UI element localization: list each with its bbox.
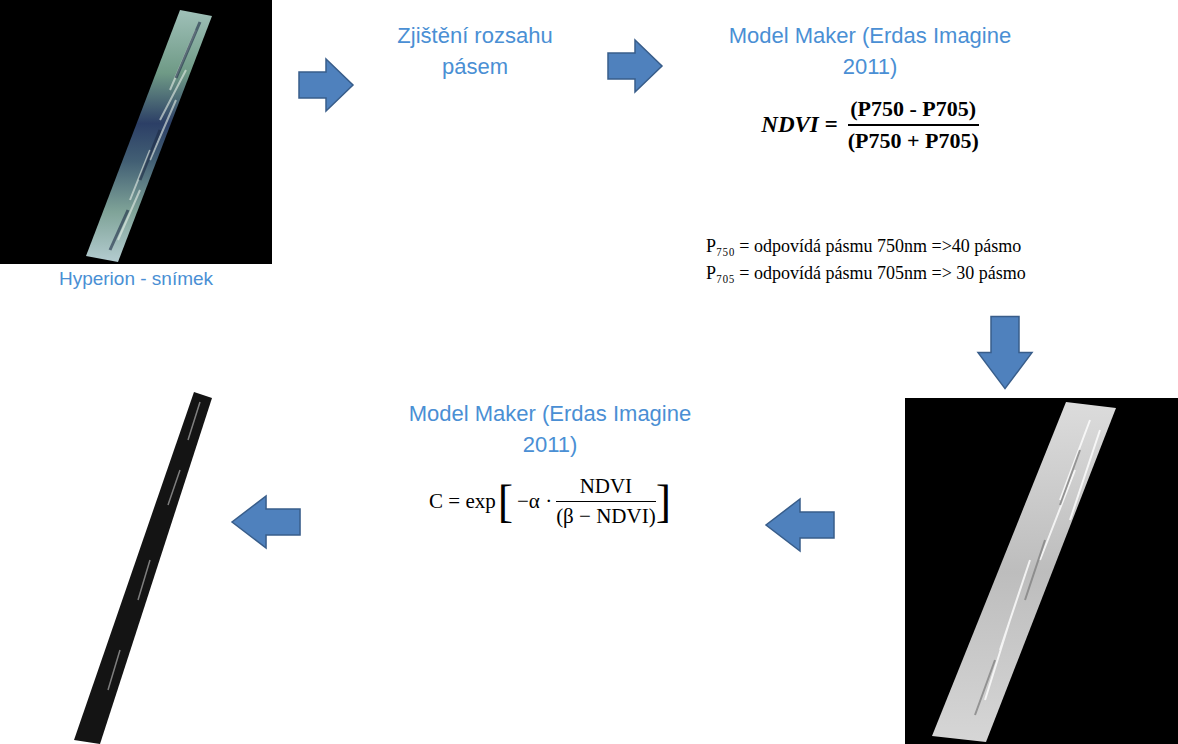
hyperion-image [0, 0, 272, 264]
fraction-bar [848, 124, 979, 126]
model-step: Model Maker (Erdas Imagine 2011) C = exp[… [405, 398, 695, 529]
band-note: P₇₀₅ = odpovídá pásmu 705nm => 30 pásmo [706, 263, 1170, 284]
bracket: ] [656, 479, 671, 525]
result-image [74, 392, 212, 744]
formula: NDVI = (P750 - P705) (P750 + P705) [700, 96, 1040, 154]
formula: C = exp[−α · NDVI (β − NDVI)] [405, 474, 695, 529]
image-caption: Hyperion - snímek [0, 266, 272, 293]
fraction: NDVI (β − NDVI) [556, 474, 656, 529]
image-node: Hyperion - snímek [0, 0, 272, 293]
step-title: Model Maker (Erdas Imagine 2011) [720, 20, 1020, 82]
fraction: (P750 - P705) (P750 + P705) [848, 96, 979, 154]
image-node [905, 398, 1178, 744]
block-arrow [232, 496, 300, 548]
step-title: Model Maker (Erdas Imagine 2011) [405, 398, 695, 460]
denominator: (β − NDVI) [556, 504, 656, 529]
denominator: (P750 + P705) [848, 128, 979, 154]
fraction-bar [556, 501, 656, 502]
block-arrow [766, 499, 834, 551]
step-label: Zjištění rozsahu pásem [380, 20, 570, 82]
formula-lhs: NDVI = [761, 112, 837, 138]
bracket: [ [498, 479, 513, 525]
band-note: P₇₅₀ = odpovídá pásmu 750nm =>40 pásmo [706, 236, 1170, 257]
formula-term: −α · [517, 489, 552, 514]
step-text: Zjištění rozsahu pásem [380, 20, 570, 82]
ndvi-image [905, 398, 1178, 744]
numerator: (P750 - P705) [850, 96, 976, 122]
numerator: NDVI [580, 474, 633, 499]
block-arrow [608, 40, 662, 92]
block-arrow [978, 317, 1032, 389]
model-step: Model Maker (Erdas Imagine 2011) NDVI = (P… [700, 20, 1170, 284]
formula-lhs: C = exp [429, 489, 496, 514]
block-arrow [299, 59, 353, 111]
image-node [58, 390, 212, 744]
